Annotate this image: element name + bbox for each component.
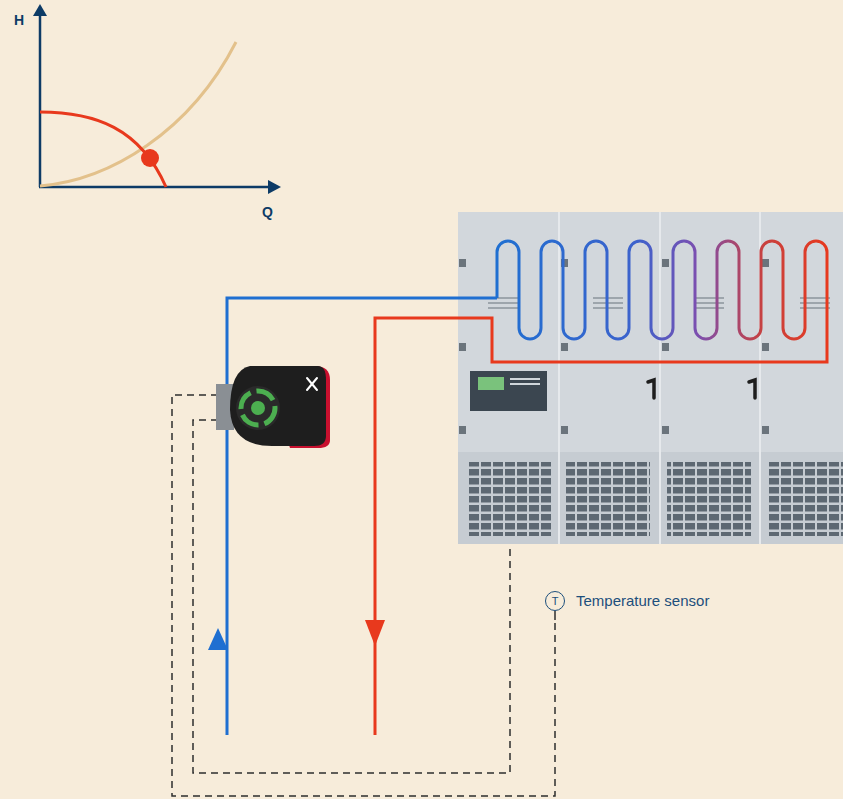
sensor-label: Temperature sensor — [576, 592, 709, 610]
sensor-symbol: T — [552, 596, 559, 607]
flow-arrow — [365, 620, 385, 646]
pump-curve-chart — [33, 4, 281, 194]
temperature-sensor: TTemperature sensor — [545, 591, 565, 611]
pump — [216, 366, 330, 448]
axis-label: Q — [262, 204, 273, 220]
pipe — [227, 241, 827, 735]
cabinet — [458, 212, 843, 544]
sensor-stem — [554, 611, 556, 620]
axis-label: H — [14, 12, 24, 28]
flow-arrow — [208, 628, 228, 650]
